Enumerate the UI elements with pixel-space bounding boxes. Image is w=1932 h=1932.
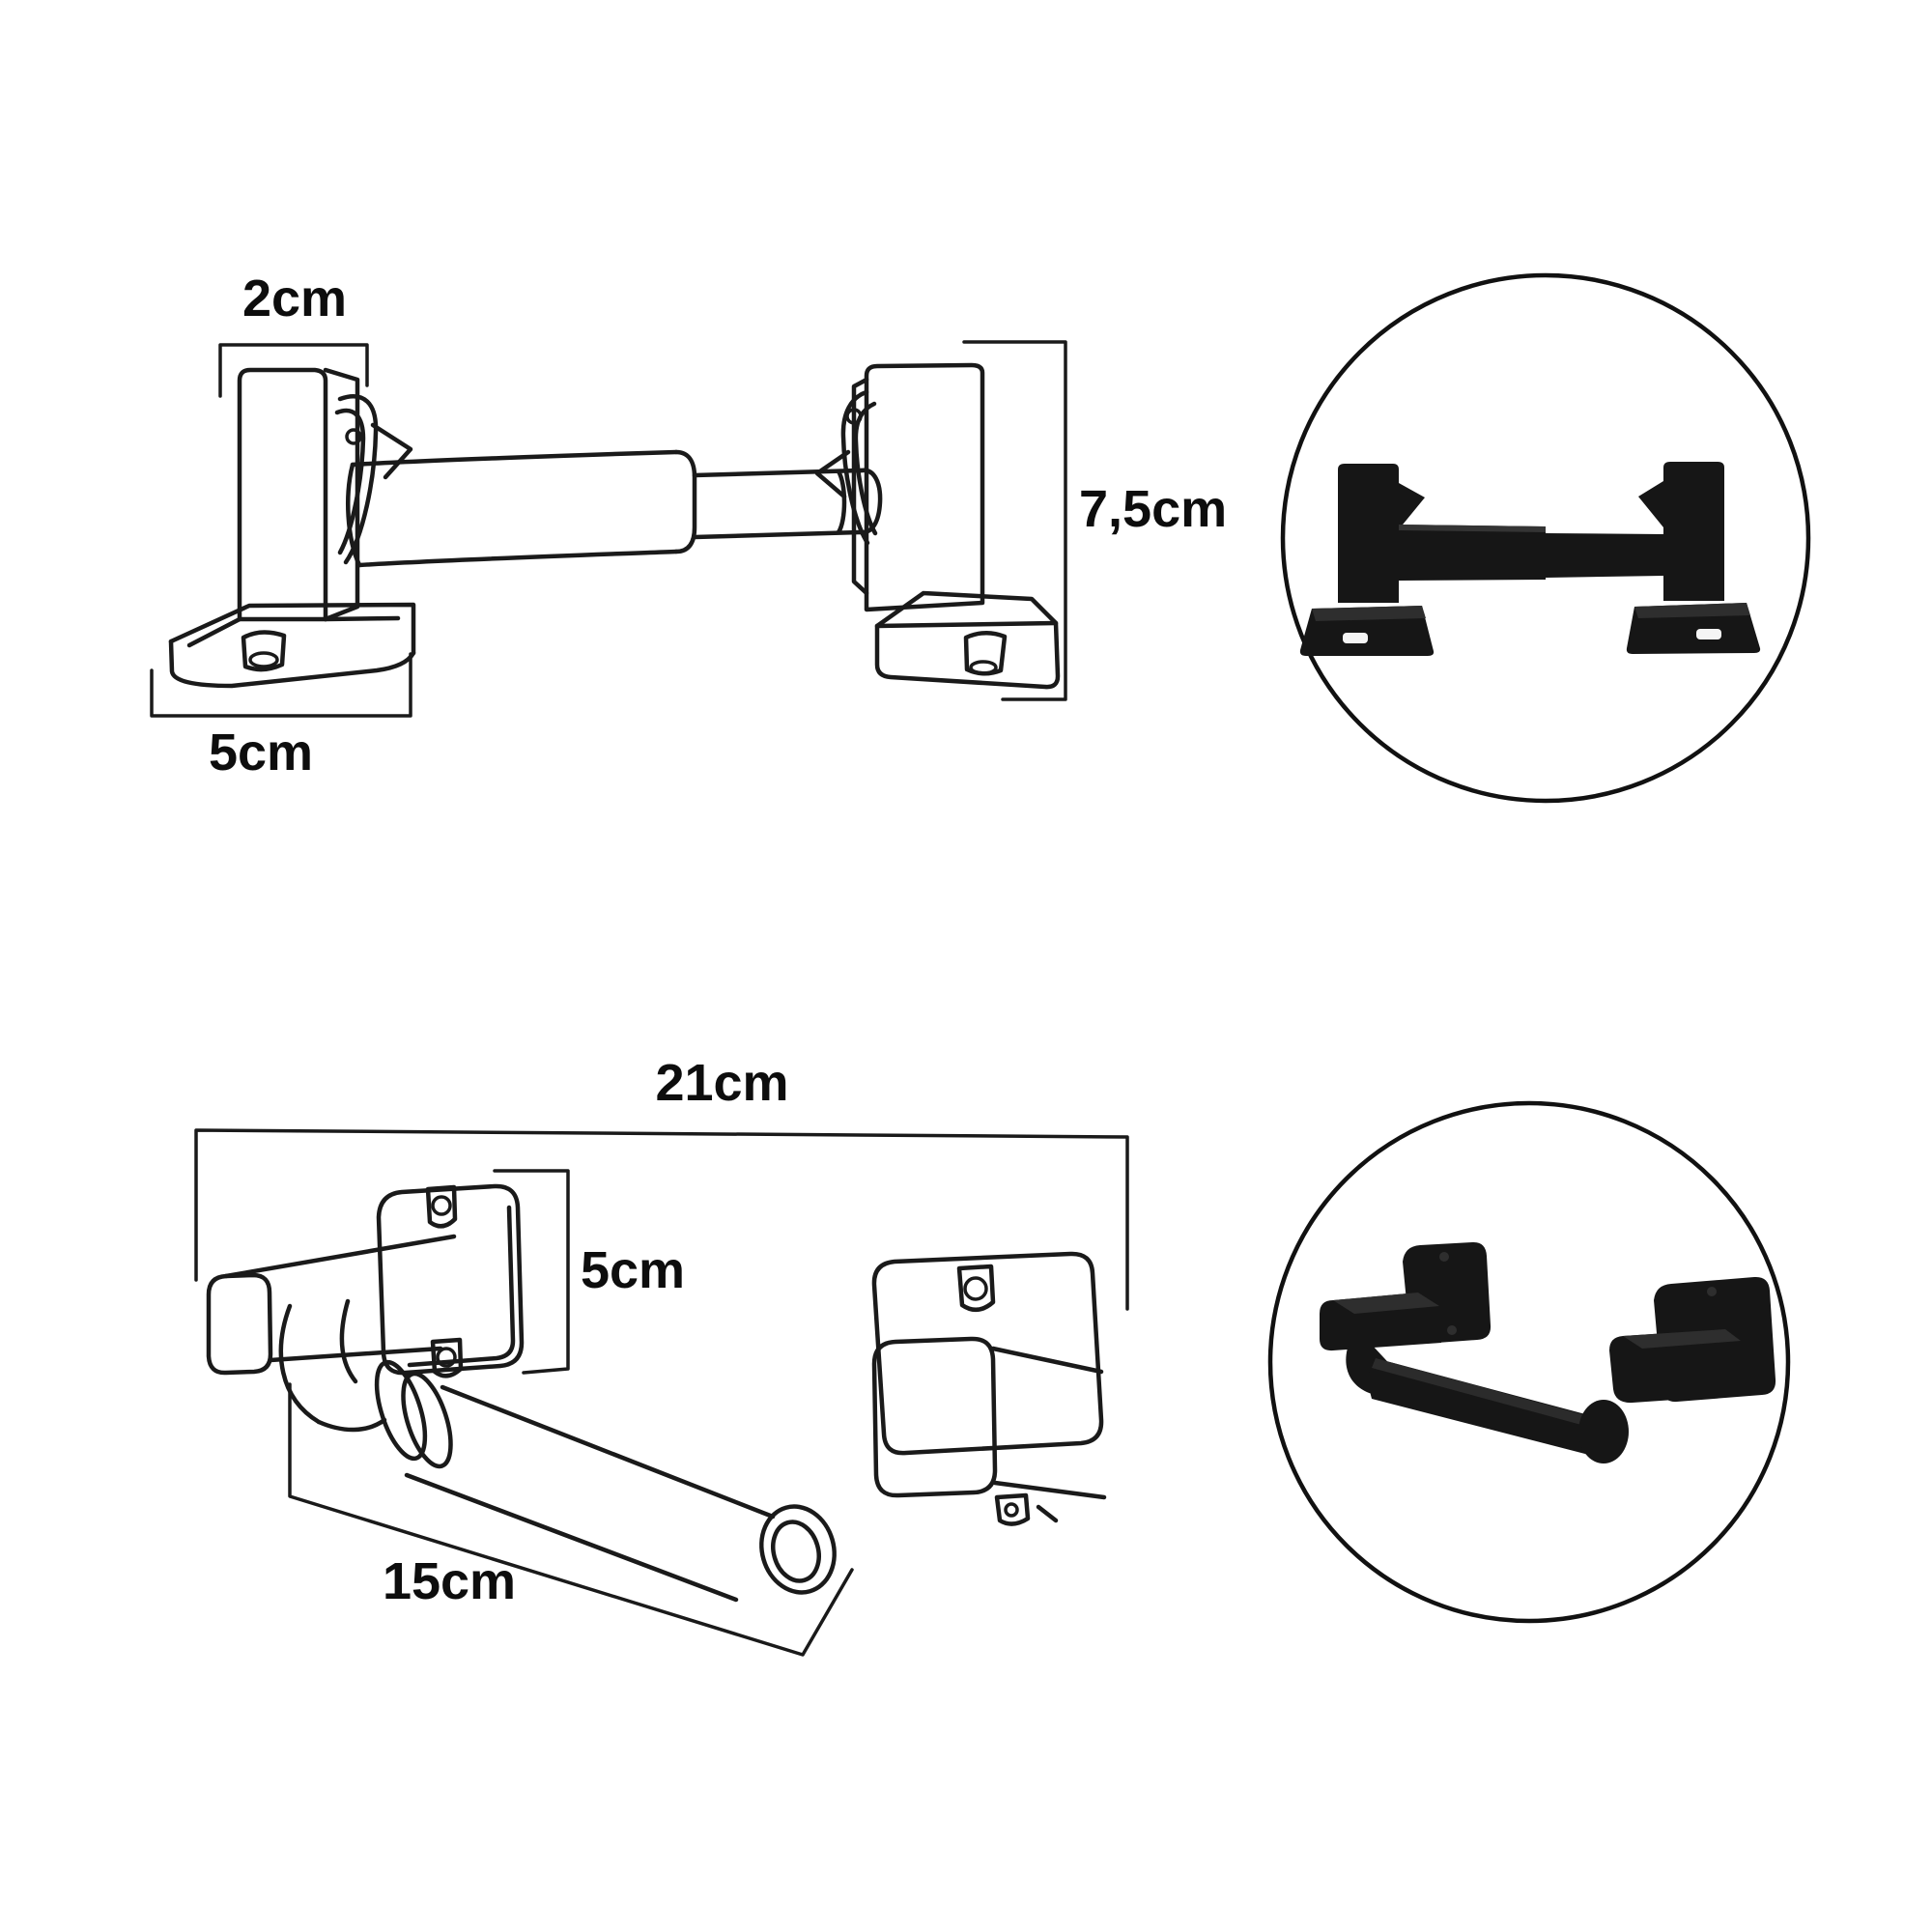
perspective-view-line-drawing: [194, 1128, 1129, 1657]
dimension-label-roller-length: 15cm: [382, 1552, 517, 1610]
dimension-label-total-height: 7,5cm: [1079, 480, 1228, 538]
black-product-perspective: [1320, 1241, 1776, 1463]
dimension-label-plate-height: 5cm: [580, 1241, 686, 1299]
dimension-label-post-width: 2cm: [242, 270, 348, 327]
dimension-label-base-width: 5cm: [208, 724, 314, 781]
black-product-front: [1299, 462, 1761, 656]
front-view-line-drawing: [150, 340, 1067, 718]
dimension-label-total-width: 21cm: [655, 1054, 789, 1112]
dimension-lines-perspective: [194, 1128, 1129, 1657]
dimension-lines-front: [150, 340, 1067, 718]
perspective-photo-circle: [1267, 1100, 1791, 1624]
front-photo-circle: [1280, 272, 1811, 804]
